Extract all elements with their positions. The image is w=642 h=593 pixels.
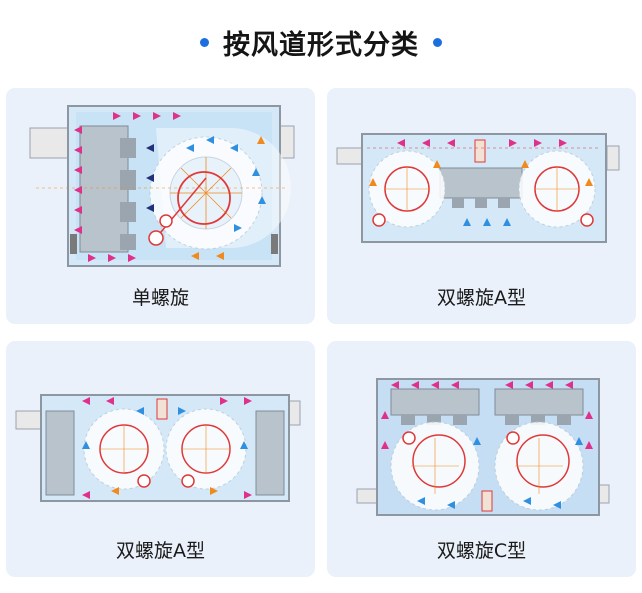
- card-label: 双螺旋C型: [436, 540, 527, 562]
- double-spiral-c-diagram: [356, 378, 610, 516]
- page-header: 按风道形式分类: [0, 22, 642, 62]
- card-double-spiral-a: 双螺旋A型: [327, 88, 636, 324]
- card-double-spiral-a-wall: 双螺旋A型: [6, 341, 315, 577]
- double-spiral-a-wall-diagram: [15, 394, 301, 502]
- page-title: 按风道形式分类: [223, 29, 419, 61]
- bullet-dot-icon: [433, 37, 442, 47]
- single-spiral-duct-diagram: [29, 105, 295, 267]
- card-double-spiral-c: 双螺旋C型: [327, 341, 636, 577]
- bullet-dot-icon: [200, 37, 209, 47]
- card-label: 双螺旋A型: [116, 540, 205, 562]
- double-spiral-a-diagram: [336, 133, 620, 243]
- card-single-spiral: 单螺旋: [6, 88, 315, 324]
- card-label: 单螺旋: [131, 287, 189, 309]
- card-label: 双螺旋A型: [437, 287, 526, 309]
